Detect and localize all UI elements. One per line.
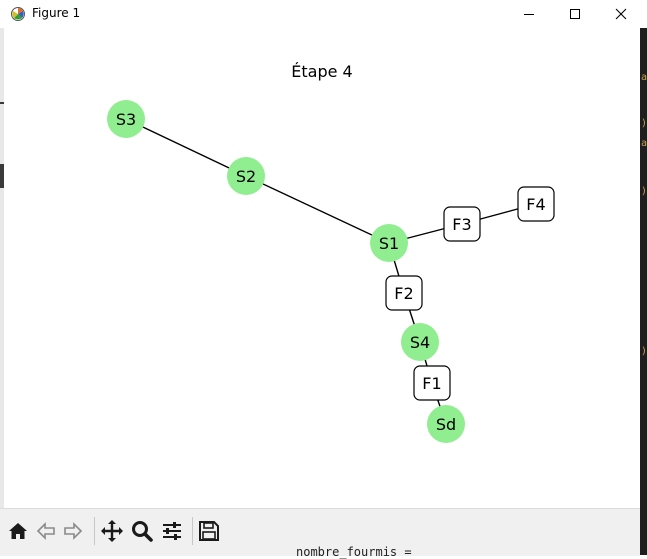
save-button[interactable] — [197, 519, 221, 543]
close-button[interactable] — [598, 0, 644, 28]
editor-glyph: ) — [641, 118, 647, 129]
edge-mark — [0, 164, 4, 188]
node-label: S2 — [236, 167, 256, 186]
background-code-text: nombre_fourmis = — [296, 545, 412, 559]
edge-mark — [0, 102, 4, 104]
node-label: F4 — [526, 195, 545, 214]
pan-icon — [101, 520, 123, 542]
node-label: S4 — [410, 333, 430, 352]
edge-S2-S1 — [245, 175, 390, 244]
window-title: Figure 1 — [32, 6, 81, 20]
node-s1: S1 — [370, 224, 408, 262]
home-button[interactable] — [6, 519, 30, 543]
editor-glyph: a — [641, 72, 647, 83]
node-circle — [401, 323, 439, 361]
matplotlib-figure-icon — [10, 6, 26, 22]
navigation-toolbar — [0, 508, 640, 556]
minimize-icon — [524, 14, 534, 15]
node-s2: S2 — [227, 157, 265, 195]
minimize-button[interactable] — [506, 0, 552, 28]
back-icon — [36, 522, 55, 540]
editor-glyph: ) — [641, 346, 647, 357]
node-box — [413, 365, 451, 401]
forward-icon — [64, 522, 83, 540]
node-box — [443, 206, 481, 242]
save-icon — [199, 521, 219, 541]
node-label: F3 — [452, 215, 471, 234]
zoom-button[interactable] — [130, 519, 154, 543]
node-circle — [107, 100, 145, 138]
figure-title: Étape 4 — [291, 62, 353, 81]
node-label: F2 — [394, 284, 413, 303]
background-editor-strip: a ) a ) ) — [640, 28, 647, 555]
maximize-button[interactable] — [552, 0, 598, 28]
node-label: Sd — [436, 415, 456, 434]
node-s4: S4 — [401, 323, 439, 361]
node-f3: F3 — [443, 206, 481, 242]
node-f4: F4 — [517, 186, 555, 222]
editor-glyph: ) — [641, 186, 647, 197]
editor-glyph: a — [641, 138, 647, 149]
node-label: F1 — [422, 374, 441, 393]
node-s3: S3 — [107, 100, 145, 138]
node-circle — [227, 157, 265, 195]
node-circle — [370, 224, 408, 262]
home-icon — [9, 523, 27, 539]
node-box — [385, 275, 423, 311]
close-icon — [615, 8, 627, 20]
zoom-icon — [132, 521, 153, 542]
node-sd: Sd — [427, 405, 465, 443]
background-window-edge — [0, 28, 4, 518]
toolbar-separator — [192, 517, 193, 545]
maximize-icon — [570, 9, 580, 19]
node-f1: F1 — [413, 365, 451, 401]
node-circle — [427, 405, 465, 443]
window-titlebar: Figure 1 — [0, 0, 647, 28]
edge-layer — [125, 118, 537, 425]
node-label: S3 — [116, 110, 136, 129]
edge-S3-S2 — [125, 118, 247, 177]
configure-subplots-button[interactable] — [160, 519, 184, 543]
node-box — [517, 186, 555, 222]
toolbar-separator — [94, 517, 95, 545]
back-button[interactable] — [34, 519, 58, 543]
node-label: S1 — [379, 234, 399, 253]
node-f2: F2 — [385, 275, 423, 311]
pan-button[interactable] — [100, 519, 124, 543]
forward-button[interactable] — [61, 519, 85, 543]
configure-subplots-icon — [163, 522, 181, 540]
